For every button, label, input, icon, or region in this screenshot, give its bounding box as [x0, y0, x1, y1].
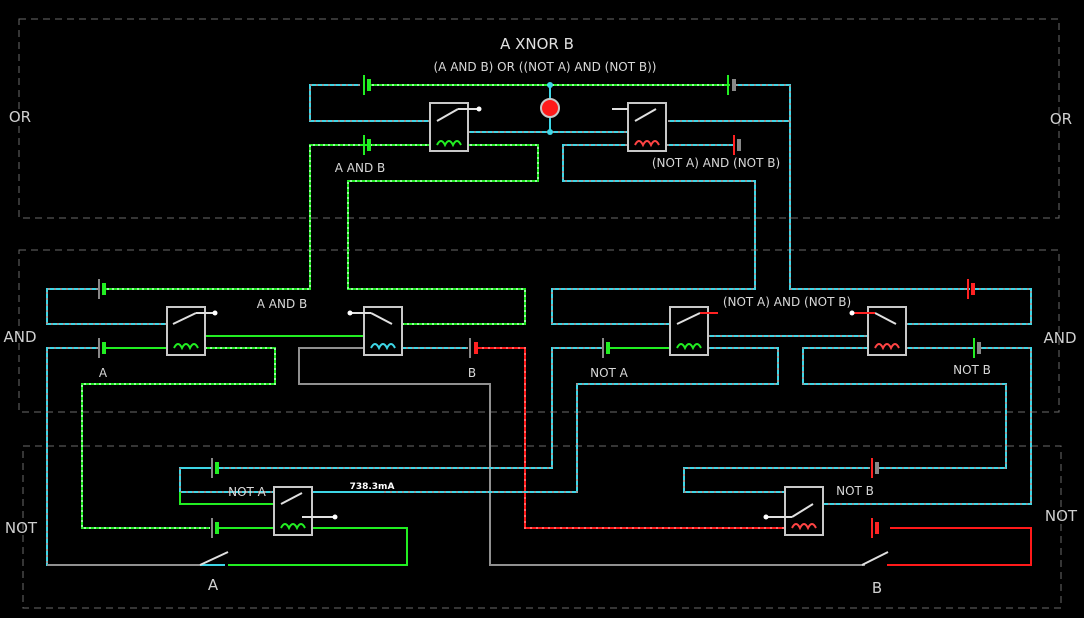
- or-gate-label-a-and-b: A AND B: [335, 161, 386, 175]
- not-relay-b: [763, 486, 824, 536]
- and-input-label-nota: NOT A: [590, 366, 629, 380]
- current-readout: 738.3mA: [350, 482, 395, 492]
- or-section-wires: [105, 84, 970, 325]
- and-battery-b: [469, 338, 478, 358]
- and-gate-frame: [18, 249, 1060, 413]
- not-battery-a-top: [211, 458, 219, 478]
- not-label-left: NOT: [5, 519, 38, 537]
- not-battery-b-coil: [871, 518, 879, 538]
- or-label-left: OR: [9, 108, 31, 126]
- and-gate-label-a-and-b: A AND B: [257, 297, 308, 311]
- diagram-subtitle: (A AND B) OR ((NOT A) AND (NOT B)): [434, 60, 657, 74]
- and-battery-a: [98, 338, 106, 358]
- switch-b[interactable]: [861, 551, 889, 566]
- and-a-coil-wire: [81, 347, 276, 529]
- not-gate-label-a: NOT A: [228, 485, 267, 499]
- and-input-label-a: A: [99, 366, 108, 380]
- or-battery-left: [363, 75, 371, 95]
- or-nand-wire-2: [789, 121, 970, 290]
- and-ab-loop-top: [46, 288, 167, 325]
- and-relay-b: [347, 306, 403, 356]
- and-label-left: AND: [3, 328, 36, 346]
- or-battery-right: [727, 75, 736, 95]
- and-a-input-left: [46, 347, 225, 566]
- and-battery-nand-top: [967, 279, 975, 299]
- and-relay-nota: [669, 306, 718, 356]
- diagram-title: A XNOR B: [500, 35, 574, 53]
- and-battery-1: [98, 279, 106, 299]
- and-input-label-notb: NOT B: [953, 363, 991, 377]
- or-battery-a-and-b: [363, 135, 371, 155]
- or-label-right: OR: [1050, 110, 1072, 128]
- not-label-right: NOT: [1045, 507, 1078, 525]
- and-gate-label-nand: (NOT A) AND (NOT B): [723, 295, 851, 309]
- and-b-hot-wire: [476, 347, 785, 529]
- not-gate-label-b: NOT B: [836, 484, 874, 498]
- output-lamp: [540, 82, 560, 135]
- and-section-wires: [46, 288, 1032, 566]
- and-b-input-wire: [298, 347, 865, 566]
- or-relay-nand: [612, 102, 667, 152]
- or-gate-frame: [18, 18, 1060, 219]
- switch-a-label: A: [208, 576, 219, 594]
- switch-a[interactable]: [199, 551, 407, 566]
- not-battery-a-coil: [211, 518, 219, 538]
- and-label-right: AND: [1043, 329, 1076, 347]
- not-gate-frame: [22, 445, 1062, 609]
- and-battery-notb: [973, 338, 981, 358]
- or-relay-a-and-b: [429, 102, 482, 152]
- and-nota-loop: [179, 347, 779, 493]
- and-notb-loop-top: [906, 288, 1032, 325]
- switch-b-label: B: [872, 579, 882, 597]
- or-and-ab-wire-1: [105, 144, 370, 290]
- or-nand-wire-1: [551, 144, 756, 325]
- or-and-ab-wire-2: [347, 144, 539, 325]
- or-battery-nand: [733, 135, 741, 155]
- and-relay-notb: [849, 306, 907, 356]
- and-notb-right: [822, 347, 1032, 505]
- and-battery-nota: [602, 338, 610, 358]
- not-battery-b-top: [871, 458, 879, 478]
- and-relay-a: [166, 306, 218, 356]
- and-input-label-b: B: [468, 366, 476, 380]
- not-relay-a: [273, 486, 338, 536]
- or-gate-label-nand: (NOT A) AND (NOT B): [652, 156, 780, 170]
- not-b-hot-loop: [887, 527, 1032, 566]
